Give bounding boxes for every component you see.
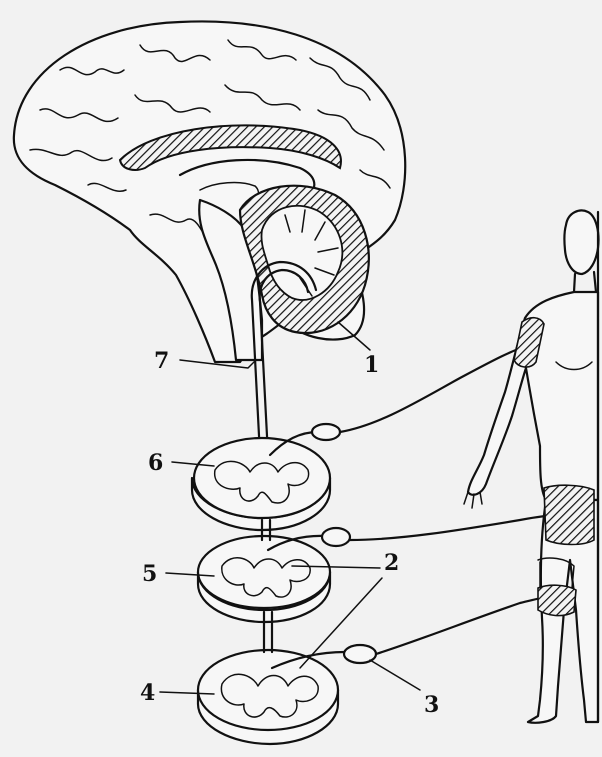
spinal-segment-lower [198, 650, 338, 744]
head [564, 211, 598, 274]
label-6: 6 [148, 450, 163, 476]
knee-region [538, 585, 576, 615]
spinal-segment-middle [198, 536, 330, 622]
label-1: 1 [364, 352, 379, 378]
spinal-segment-upper [192, 438, 330, 530]
leader-3 [370, 660, 420, 690]
human-figure [464, 211, 599, 723]
thigh-muscle [544, 485, 594, 544]
label-4: 4 [140, 680, 155, 706]
label-5: 5 [142, 561, 157, 587]
ganglion-middle [268, 515, 560, 550]
brain [14, 21, 405, 362]
label-7: 7 [154, 348, 169, 374]
label-2: 2 [384, 550, 399, 576]
label-3: 3 [424, 692, 439, 718]
